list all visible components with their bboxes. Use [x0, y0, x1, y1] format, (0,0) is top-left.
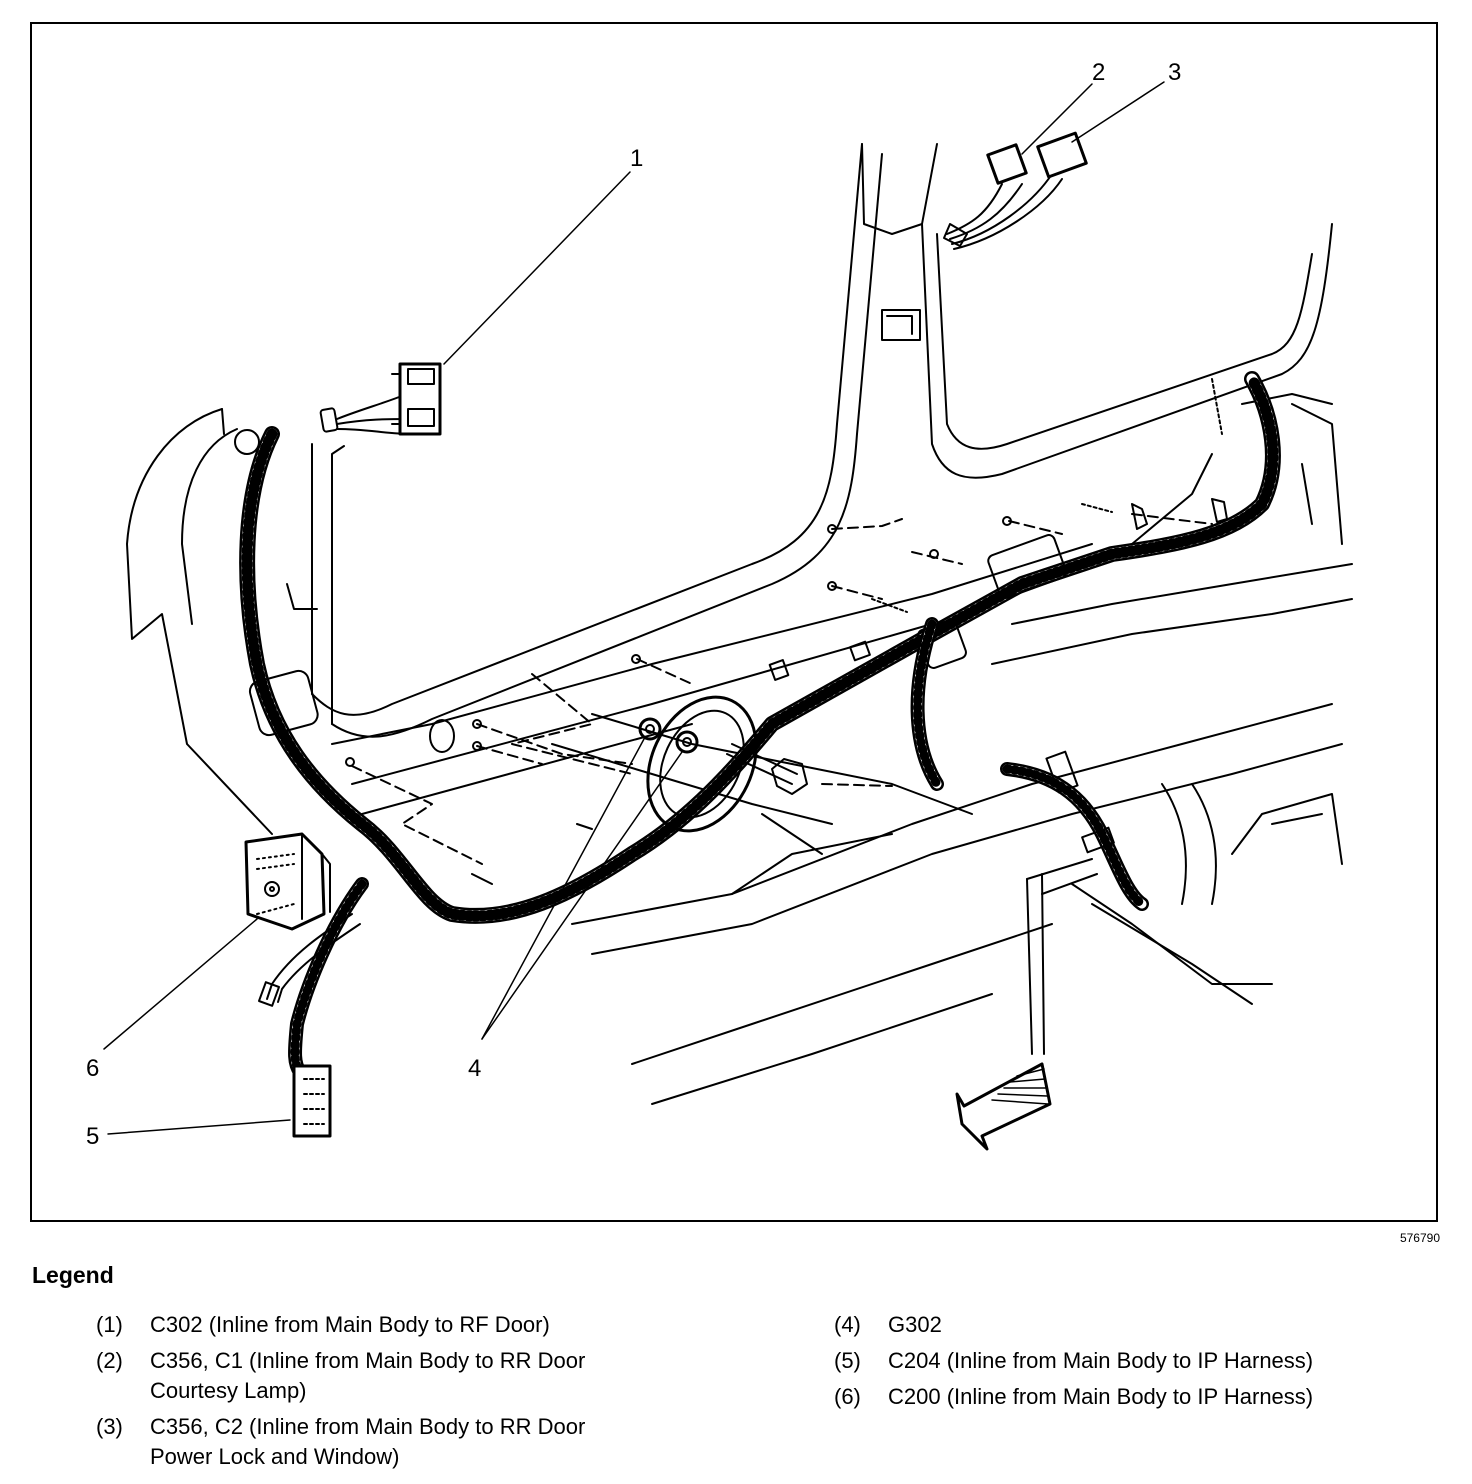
- legend-item-number: (4): [834, 1312, 861, 1337]
- legend-item: (5) C204 (Inline from Main Body to IP Ha…: [834, 1346, 1454, 1376]
- legend-item-number: (5): [834, 1348, 861, 1373]
- c302-connector: [391, 362, 442, 436]
- legend-item-text: C204 (Inline from Main Body to IP Harnes…: [888, 1348, 1314, 1373]
- legend-item: (6) C200 (Inline from Main Body to IP Ha…: [834, 1382, 1454, 1412]
- legend-item-text: G302: [888, 1312, 942, 1337]
- callout-6: 6: [86, 1055, 99, 1082]
- legend-item-number: (3): [96, 1414, 123, 1439]
- legend-item: (2) C356, C1 (Inline from Main Body to R…: [96, 1346, 696, 1406]
- legend-item: (3) C356, C2 (Inline from Main Body to R…: [96, 1412, 696, 1472]
- legend-item: (4) G302: [834, 1310, 1454, 1340]
- callout-1: 1: [630, 145, 643, 172]
- legend-item-text: C356, C2 (Inline from Main Body to RR Do…: [150, 1414, 586, 1469]
- wiring-harness-illustration: 1 2 3 4 5 6: [86, 59, 1353, 1151]
- callout-4: 4: [468, 1055, 481, 1082]
- legend-item-text: C356, C1 (Inline from Main Body to RR Do…: [150, 1348, 586, 1403]
- legend-item-text: C302 (Inline from Main Body to RF Door): [150, 1312, 550, 1337]
- legend-item-number: (6): [834, 1384, 861, 1409]
- c204-connector: [292, 1064, 332, 1138]
- callout-3: 3: [1168, 59, 1181, 86]
- main-harness: [239, 371, 1281, 1079]
- c200-connector: [244, 832, 331, 931]
- callout-2: 2: [1092, 59, 1105, 86]
- front-arrow-icon: [955, 1062, 1052, 1151]
- legend-column-right: (4) G302 (5) C204 (Inline from Main Body…: [834, 1310, 1454, 1418]
- c356-connectors: [943, 131, 1088, 250]
- figure-id: 576790: [1399, 1231, 1440, 1245]
- legend-item-text: C200 (Inline from Main Body to IP Harnes…: [888, 1384, 1314, 1409]
- legend-item-number: (2): [96, 1348, 123, 1373]
- callout-labels: 1 2 3 4 5 6: [86, 59, 1181, 1150]
- callout-leaders: [103, 81, 1165, 1135]
- legend-item-number: (1): [96, 1312, 123, 1337]
- legend-item: (1) C302 (Inline from Main Body to RF Do…: [96, 1310, 696, 1340]
- callout-5: 5: [86, 1123, 99, 1150]
- legend-column-left: (1) C302 (Inline from Main Body to RF Do…: [96, 1310, 696, 1478]
- legend-title: Legend: [32, 1262, 114, 1288]
- diagram-frame: 1 2 3 4 5 6: [30, 22, 1438, 1222]
